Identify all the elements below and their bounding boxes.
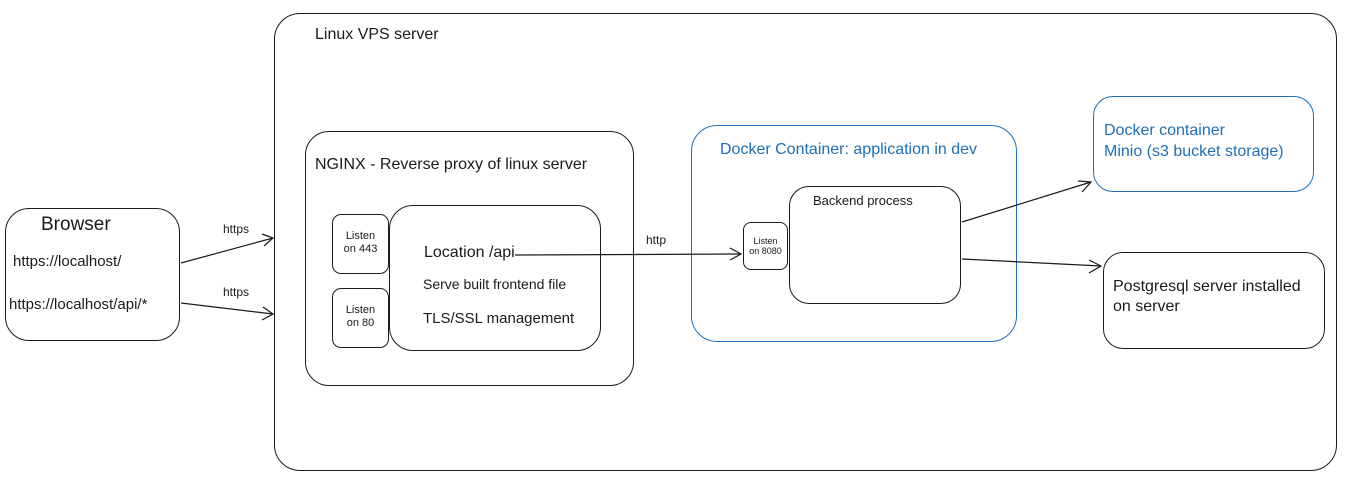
edge-browser-to-80 [180, 302, 274, 315]
listen-80-line1: Listen [345, 304, 376, 316]
edge-browser-to-443 [180, 237, 274, 264]
browser-url-root: https://localhost/ [13, 253, 122, 270]
arrowhead-postgres [1088, 259, 1103, 274]
browser-node [5, 208, 180, 341]
minio-line1: Docker container [1104, 122, 1225, 139]
postgres-line1: Postgresql server installed [1113, 278, 1301, 295]
listen-8080-line1: Listen [753, 236, 778, 246]
vps-title: Linux VPS server [315, 26, 439, 43]
location-api-label: Location /api [424, 244, 515, 261]
listen-443-line2: on 443 [343, 243, 378, 255]
postgres-line2: on server [1113, 298, 1180, 315]
edge-backend-to-postgres [961, 258, 1102, 267]
listen-8080-line2: on 8080 [749, 246, 782, 256]
listen-443-node [332, 214, 389, 274]
listen-443-line1: Listen [345, 230, 376, 242]
arrowhead-8080 [729, 247, 743, 261]
backend-process-node [789, 186, 961, 304]
edge-label-https-1: https [223, 222, 250, 236]
nginx-title: NGINX - Reverse proxy of linux server [315, 156, 588, 173]
browser-url-api: https://localhost/api/* [9, 296, 148, 313]
docker-app-title: Docker Container: application in dev [720, 141, 978, 158]
arrowhead-80 [261, 306, 275, 321]
arrowhead-443 [261, 233, 275, 247]
listen-443-label: Listen on 443 [332, 230, 389, 256]
listen-80-label: Listen on 80 [332, 304, 389, 330]
minio-line2: Minio (s3 bucket storage) [1104, 143, 1284, 160]
listen-80-node [332, 288, 389, 348]
docker-app-container [691, 125, 1017, 342]
listen-8080-label: Listen on 8080 [743, 236, 788, 256]
browser-title: Browser [41, 214, 111, 235]
nginx-location-node [389, 205, 601, 351]
listen-80-line2: on 80 [346, 317, 375, 329]
vps-container [274, 13, 1337, 471]
arrowhead-minio [1077, 180, 1093, 193]
serve-frontend-label: Serve built frontend file [423, 276, 567, 292]
nginx-node [305, 131, 634, 386]
listen-8080-node [743, 222, 788, 270]
minio-node [1093, 96, 1314, 192]
edge-backend-to-minio [961, 181, 1092, 223]
edge-api-to-8080 [514, 253, 742, 256]
postgres-node [1103, 252, 1325, 349]
backend-process-label: Backend process [813, 193, 913, 208]
edge-label-https-2: https [223, 285, 250, 299]
edge-label-http: http [646, 233, 667, 247]
tls-label: TLS/SSL management [423, 310, 575, 327]
